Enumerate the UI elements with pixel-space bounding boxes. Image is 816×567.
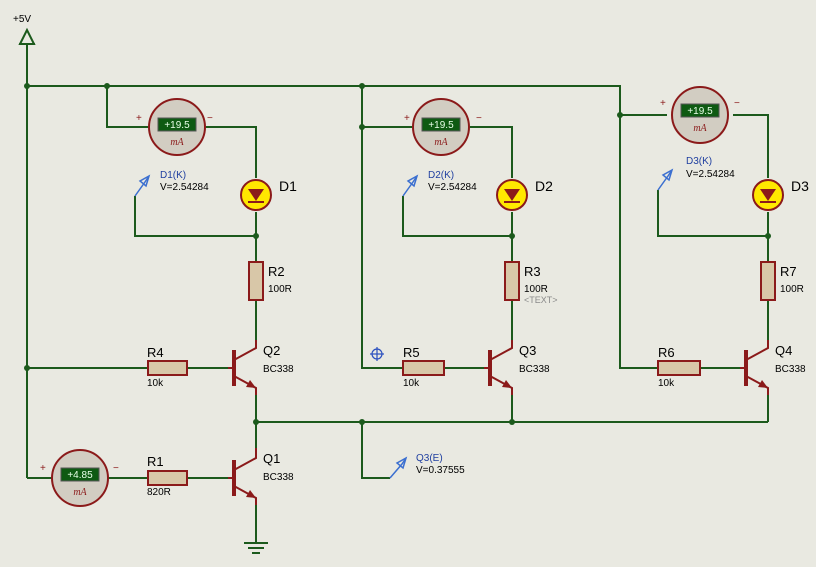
probe-d1k-reading: V=2.54284 (160, 182, 209, 193)
ammeter-1-unit: mA (170, 137, 184, 148)
resistor-r6-value: 10k (658, 378, 675, 389)
led-d1[interactable]: D1 (240, 178, 297, 211)
led-d2[interactable]: D2 (496, 178, 553, 211)
resistor-r3-ref: R3 (524, 264, 541, 279)
resistor-r2[interactable]: R2 100R (248, 261, 292, 301)
transistor-q2-ref: Q2 (263, 343, 280, 358)
resistor-r2-ref: R2 (268, 264, 285, 279)
junction-dots (24, 83, 771, 425)
ammeter-2-plus: + (404, 113, 410, 124)
led-d3-ref: D3 (791, 178, 809, 194)
ammeter-3-plus: + (660, 98, 666, 109)
crosshair-cursor-icon (370, 347, 384, 361)
probe-d3k-reading: V=2.54284 (686, 169, 735, 180)
supply-label: +5V (13, 14, 31, 25)
resistor-r4-ref: R4 (147, 345, 164, 360)
resistor-r6-ref: R6 (658, 345, 675, 360)
ammeter-1-minus: − (207, 113, 213, 124)
ammeter-2[interactable]: +19.5 mA + − (404, 98, 482, 156)
supply-terminal[interactable]: +5V (13, 14, 36, 45)
resistor-r3-text: <TEXT> (524, 295, 558, 305)
resistor-r4[interactable]: R4 10k (147, 345, 188, 389)
ground-symbol[interactable] (244, 542, 268, 554)
led-d1-ref: D1 (279, 178, 297, 194)
resistor-r1-ref: R1 (147, 454, 164, 469)
probe-d3k[interactable]: D3(K) V=2.54284 (657, 156, 735, 191)
resistor-r3[interactable]: R3 100R <TEXT> (504, 261, 558, 305)
ammeter-2-value: +19.5 (428, 120, 454, 131)
ammeter-1-plus: + (136, 113, 142, 124)
transistor-q4-part: BC338 (775, 364, 806, 375)
ammeter-1-value: +19.5 (164, 120, 190, 131)
transistor-q2-part: BC338 (263, 364, 294, 375)
ammeter-3-unit: mA (693, 123, 707, 134)
resistor-r6[interactable]: R6 10k (657, 345, 701, 389)
resistor-r7-value: 100R (780, 284, 804, 295)
transistor-q1-ref: Q1 (263, 451, 280, 466)
wires (26, 44, 769, 543)
probe-q3e-reading: V=0.37555 (416, 465, 465, 476)
ammeter-4-plus: + (40, 463, 46, 474)
transistor-q2[interactable]: Q2 BC338 (228, 340, 294, 395)
resistor-r1[interactable]: R1 820R (147, 454, 188, 498)
transistor-q4-ref: Q4 (775, 343, 792, 358)
ammeter-2-minus: − (476, 113, 482, 124)
probe-d3k-name: D3(K) (686, 156, 712, 167)
resistor-r7[interactable]: R7 100R (760, 261, 804, 301)
probe-q3e[interactable]: Q3(E) V=0.37555 (389, 453, 465, 479)
resistor-r4-value: 10k (147, 378, 164, 389)
ammeter-4-minus: − (113, 463, 119, 474)
transistor-q1[interactable]: Q1 BC338 (228, 448, 294, 505)
ammeter-4[interactable]: +4.85 mA + − (40, 449, 119, 507)
ammeter-3-value: +19.5 (687, 106, 713, 117)
ammeter-4-unit: mA (73, 487, 87, 498)
led-d2-ref: D2 (535, 178, 553, 194)
probe-d2k-reading: V=2.54284 (428, 182, 477, 193)
transistor-q1-part: BC338 (263, 472, 294, 483)
ammeter-1[interactable]: +19.5 mA + − (136, 98, 213, 156)
transistor-q3-part: BC338 (519, 364, 550, 375)
resistor-r5-ref: R5 (403, 345, 420, 360)
ammeter-4-value: +4.85 (67, 470, 93, 481)
transistor-q4[interactable]: Q4 BC338 (740, 340, 806, 395)
resistor-r3-value: 100R (524, 284, 548, 295)
resistor-r7-ref: R7 (780, 264, 797, 279)
resistor-r5-value: 10k (403, 378, 420, 389)
probe-d2k-name: D2(K) (428, 170, 454, 181)
led-d3[interactable]: D3 (752, 178, 809, 211)
probe-d2k[interactable]: D2(K) V=2.54284 (402, 170, 477, 197)
resistor-r5[interactable]: R5 10k (402, 345, 445, 389)
probe-q3e-name: Q3(E) (416, 453, 443, 464)
ammeter-3-minus: − (734, 98, 740, 109)
ammeter-3[interactable]: +19.5 mA + − (660, 86, 740, 144)
ammeter-2-unit: mA (434, 137, 448, 148)
resistor-r1-value: 820R (147, 487, 171, 498)
resistor-r2-value: 100R (268, 284, 292, 295)
probe-d1k-name: D1(K) (160, 170, 186, 181)
transistor-q3[interactable]: Q3 BC338 (484, 340, 550, 395)
probe-d1k[interactable]: D1(K) V=2.54284 (134, 170, 209, 197)
transistor-q3-ref: Q3 (519, 343, 536, 358)
